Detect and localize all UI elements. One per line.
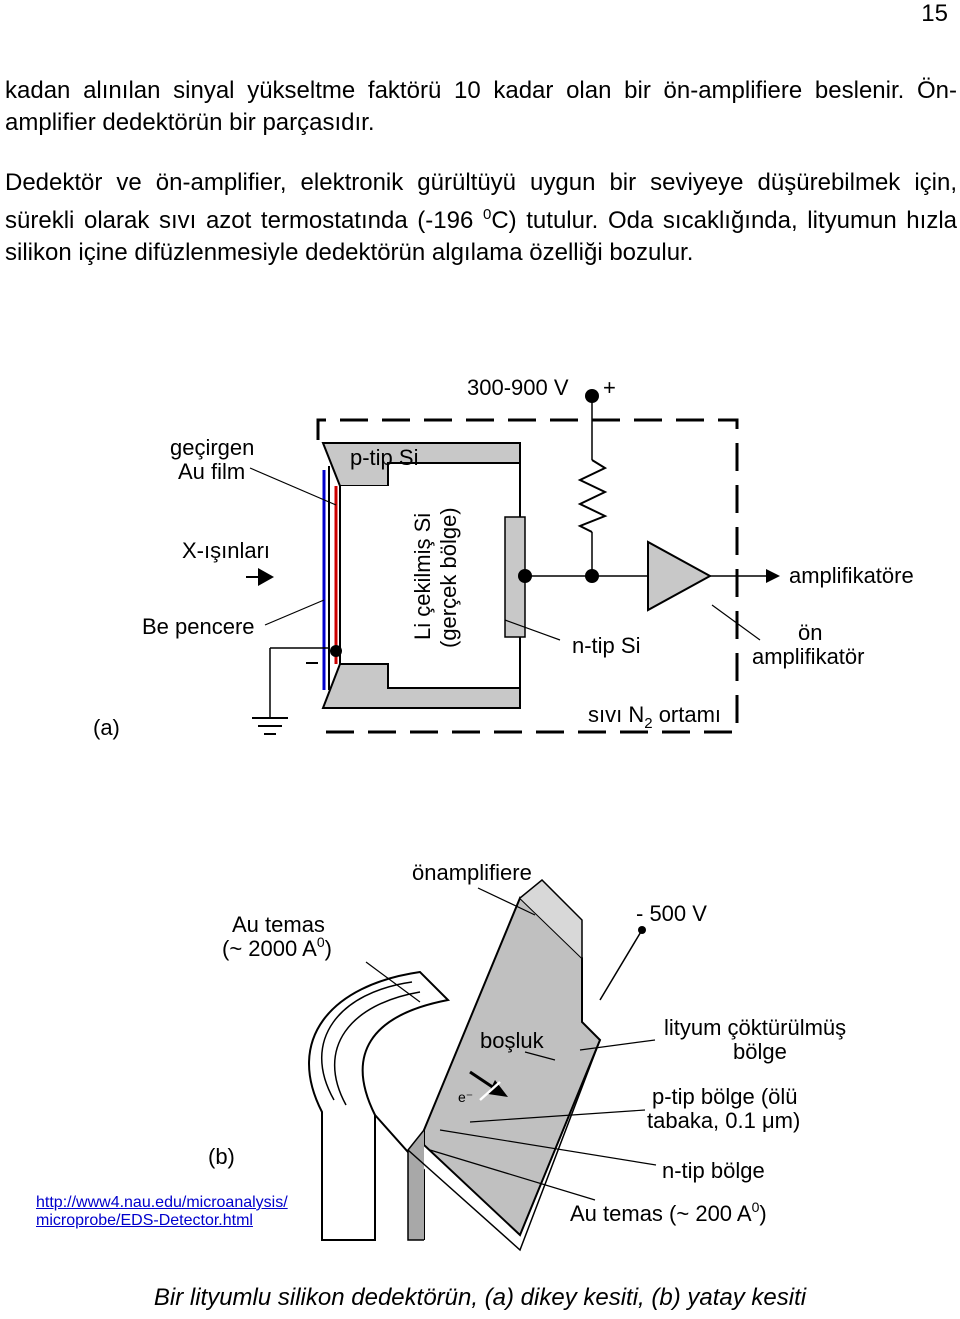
li-region-label-2: bölge [733,1039,787,1064]
dewar-enclosure [316,418,739,734]
paragraph-1: kadan alınılan sinyal yükseltme faktörü … [5,77,957,136]
source-link[interactable]: http://www4.nau.edu/microanalysis/ micro… [36,1194,288,1230]
li-drifted-label-2: (gerçek bölge) [436,507,461,648]
page-number: 15 [921,0,948,27]
silicon-crystal [423,896,602,1237]
n-region-label: n-tip bölge [662,1158,765,1183]
output-arrow-head [766,569,780,583]
preamplifier-triangle [647,540,713,612]
au-contact-leader [365,961,421,1003]
crystal-front-edge [407,1129,425,1241]
to-amplifier-label: amplifikatöre [789,563,914,588]
minus-terminal-dot [330,645,342,657]
gap-leader [524,1051,556,1061]
figure-caption: Bir lityumlu silikon dedektörün, (a) dik… [153,1284,807,1311]
au-contact-value: (~ 2000 A0) [222,934,332,961]
au-contact-2-label: Au temas (~ 200 A0) [570,1199,767,1226]
preamp-b-leader [477,887,536,916]
preamp-b-label: önamplifiere [412,860,532,885]
degree-superscript: 0 [482,206,492,223]
p-region-leader [469,1109,646,1123]
housing-layer-2 [334,991,421,1106]
housing-layer-1 [321,981,413,1101]
amplifier-label: amplifikatör [752,644,864,669]
au-contact-2-leader [429,1149,596,1201]
n-region-leader [439,1129,657,1166]
li-region-leader [579,1039,656,1051]
electrode-terminal [638,926,646,934]
be-window-leader [264,599,325,626]
crystal-back-edge [407,1039,601,1252]
au-film-leader [249,467,337,506]
li-drifted-label-1: Li çekilmiş Si [410,513,435,640]
p-region-label-2: tabaka, 0.1 μm) [647,1108,800,1133]
p-region-label-1: p-tip bölge (ölü [652,1084,798,1109]
figure-b-label: (b) [208,1144,235,1169]
crystal-top-face [519,878,583,958]
paragraph-2: Dedektör ve ön-amplifier, elektronik gür… [5,167,957,269]
xray-arrow-head [258,568,274,586]
n-type-si-label: n-tip Si [572,633,640,658]
hole-arrow [479,1081,501,1101]
voltage-label: 300-900 V [467,375,569,400]
figure-a-label: (a) [93,715,120,740]
liquid-n2-label: sıvı N2 ortamı [588,702,721,732]
lithium-drifted-region [339,462,521,689]
xray-label: X-ışınları [182,538,270,563]
electron-label: e⁻ [458,1089,473,1105]
minus-500v-label: - 500 V [636,901,707,926]
pre-label: ön [798,620,822,645]
be-window-label: Be pencere [142,614,255,639]
gecirgen-label: geçirgen [170,435,254,460]
au-contact-label: Au temas [232,912,325,937]
paragraph-2-text-end: C) tutulur. Oda sıcaklığında, lityumun h… [5,207,957,266]
preamp-leader [711,604,761,641]
housing-outer [308,970,451,1241]
li-region-label-1: lityum çöktürülmüş [664,1015,846,1040]
n-type-leader [504,619,561,641]
gap-label: boşluk [480,1028,545,1053]
plus-label: + [603,375,616,400]
paragraph-2-text: Dedektör ve ön-amplifier, elektronik gür… [5,169,957,234]
resistor-symbol [577,459,608,533]
source-link-line-1[interactable]: http://www4.nau.edu/microanalysis/ [36,1194,288,1211]
electron-arrow-head [488,1080,508,1097]
p-type-si-label: p-tip Si [350,445,418,470]
au-film-label: Au film [178,459,245,484]
electrode-lead [599,929,643,1001]
source-link-line-2[interactable]: microprobe/EDS-Detector.html [36,1212,253,1229]
